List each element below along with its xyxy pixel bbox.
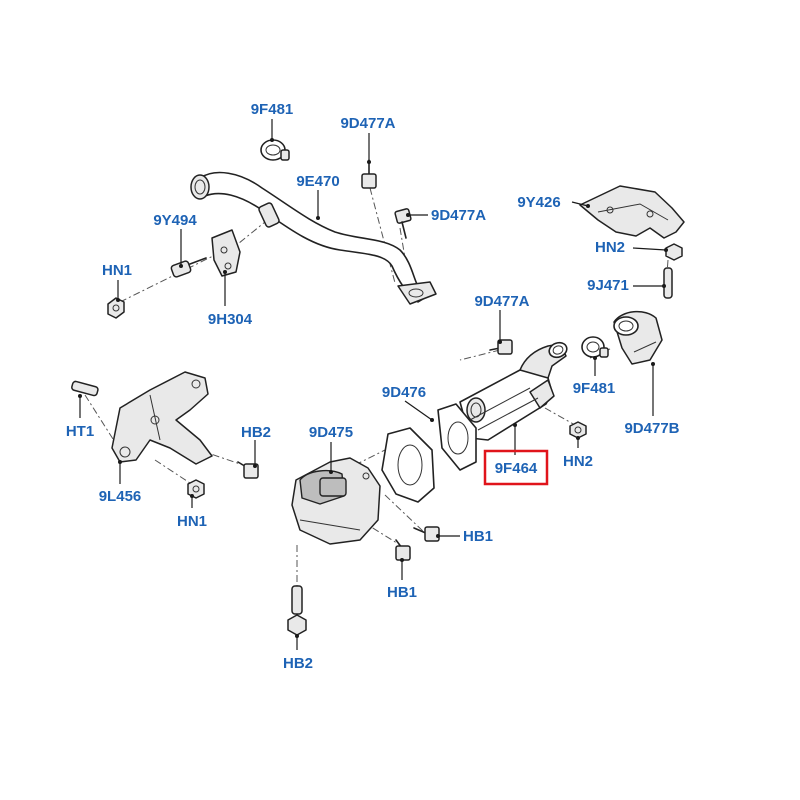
nut-hn2-top (665, 243, 683, 261)
label-9f481-right[interactable]: 9F481 (573, 380, 616, 397)
stud-9j471 (663, 267, 673, 299)
bolt-hb1-low (395, 539, 411, 561)
label-9d477a-low[interactable]: 9D477A (474, 293, 529, 310)
stud-ht1 (71, 380, 99, 397)
nut-hn1-low (187, 479, 205, 499)
egr-tube-9e470 (190, 171, 437, 305)
label-9j471[interactable]: 9J471 (587, 277, 629, 294)
label-9e470[interactable]: 9E470 (296, 173, 339, 190)
label-hn2-top[interactable]: HN2 (595, 239, 625, 256)
bolt-hb1-right (413, 526, 440, 542)
clamp-9f481-right (581, 336, 609, 358)
label-hb1-right[interactable]: HB1 (463, 528, 493, 545)
bolt-9d477a-top (361, 159, 377, 189)
elbow-pipe-9d477b (613, 310, 663, 365)
label-9d476[interactable]: 9D476 (382, 384, 426, 401)
label-9d477a-top[interactable]: 9D477A (340, 115, 395, 132)
label-9d477b[interactable]: 9D477B (624, 420, 679, 437)
label-9y426[interactable]: 9Y426 (517, 194, 560, 211)
label-9h304[interactable]: 9H304 (208, 311, 253, 328)
label-9l456[interactable]: 9L456 (99, 488, 142, 505)
label-9d477a-mid[interactable]: 9D477A (431, 207, 486, 224)
label-ht1[interactable]: HT1 (66, 423, 94, 440)
leader-lines (78, 119, 668, 650)
clamp-9f481-top (260, 139, 290, 161)
label-hn2-right[interactable]: HN2 (563, 453, 593, 470)
highlight-box-9f464 (483, 449, 549, 486)
nut-hn2-right (569, 421, 587, 439)
label-9f464[interactable]: 9F464 (495, 460, 538, 477)
nut-hn1-top (107, 297, 125, 319)
label-hn1-top[interactable]: HN1 (102, 262, 132, 279)
bolt-9d477a-low (489, 339, 513, 355)
egr-cooler-9f464 (459, 341, 568, 441)
heat-shield-9y426 (579, 185, 685, 239)
bolt-9d477a-mid (394, 208, 412, 239)
label-hb2-left[interactable]: HB2 (241, 424, 271, 441)
label-9y494[interactable]: 9Y494 (153, 212, 197, 229)
label-9d475[interactable]: 9D475 (309, 424, 353, 441)
label-hn1-low[interactable]: HN1 (177, 513, 207, 530)
callout-labels: 9F481 9D477A 9E470 9D477A 9Y426 9Y494 HN… (66, 101, 680, 672)
egr-valve-9d475 (291, 427, 435, 545)
label-9f481-top[interactable]: 9F481 (251, 101, 294, 118)
gasket-9d476 (437, 403, 477, 471)
label-hb1-low[interactable]: HB1 (387, 584, 417, 601)
bolt-hb2-bottom (287, 585, 307, 636)
sensor-9y494 (170, 257, 207, 278)
label-hb2-bottom[interactable]: HB2 (283, 655, 313, 672)
bracket-9h304 (211, 229, 241, 277)
bracket-9l456 (111, 371, 213, 465)
